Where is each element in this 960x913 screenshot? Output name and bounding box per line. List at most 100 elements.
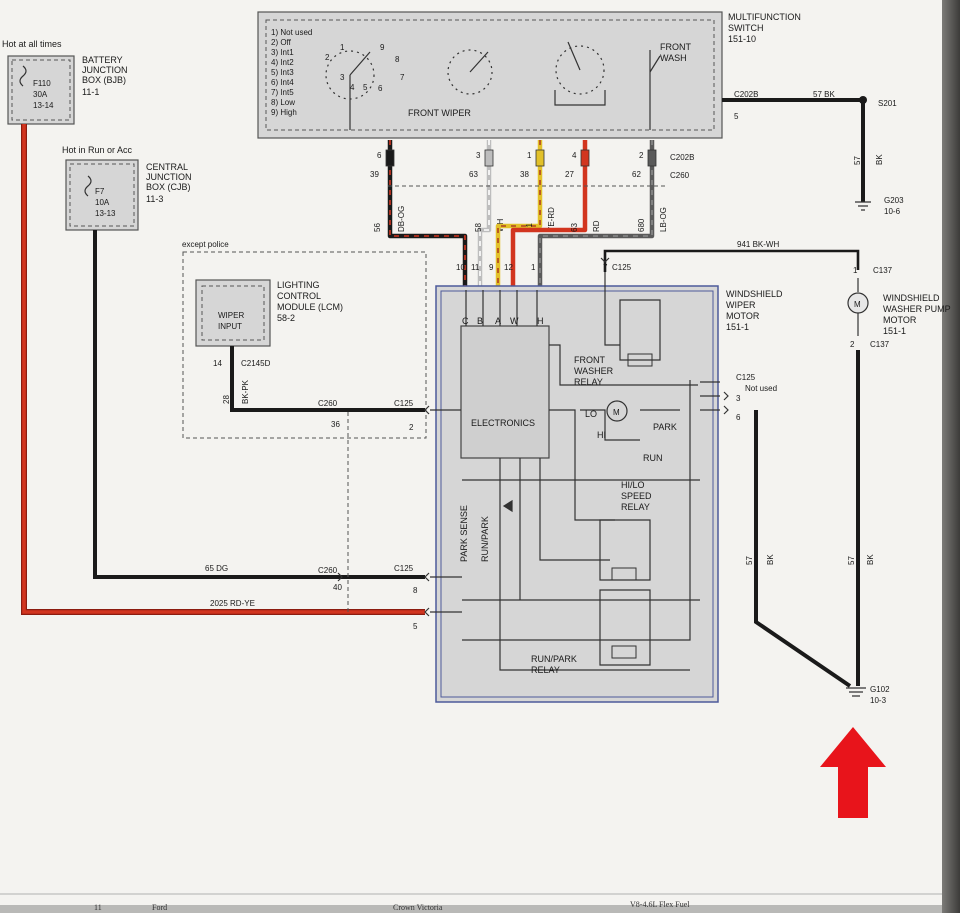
g102-line1: G102 — [870, 685, 890, 694]
cjb-title-4: 11-3 — [146, 194, 163, 204]
motor-internal-wiring — [430, 272, 720, 671]
harness-pin-mid-27: 27 — [565, 170, 574, 179]
label-pin2: 2 — [409, 423, 414, 432]
mfs-pos-1: 1) Not used — [271, 28, 312, 37]
wire-941bkwh — [603, 249, 860, 272]
rotary-digit: 6 — [378, 84, 383, 93]
rotary-digit: 3 — [340, 73, 345, 82]
harness-motor-pin-11: 11 — [471, 263, 480, 272]
motor-pin-letter-a: A — [495, 316, 501, 326]
harness-wire-stripe-63 — [512, 140, 586, 290]
mfs-pos-3: 3) Int1 — [271, 48, 294, 57]
bjb-title-1: BATTERY — [82, 55, 123, 65]
label-c125-right: C125 — [736, 373, 756, 382]
harness-pin-top-4: 4 — [572, 151, 577, 160]
cjb-inner — [69, 163, 135, 227]
label-bk-pump: BK — [866, 554, 875, 565]
rotary-digit: 2 — [325, 53, 330, 62]
harness-color-RD: RD — [592, 220, 601, 232]
rotary-digit: 8 — [395, 55, 400, 64]
hilo-relay-2: SPEED — [621, 491, 652, 501]
label-57-pump: 57 — [847, 556, 856, 565]
label-pin6: 6 — [736, 413, 741, 422]
footer-model: Crown Victoria — [393, 903, 443, 912]
wire-bkpk — [230, 346, 425, 412]
front-washer-relay-1: FRONT — [574, 355, 605, 365]
label-not-used: Not used — [745, 384, 777, 393]
motor-pin-letter-c: C — [462, 316, 469, 326]
ground-g102-icon — [846, 687, 866, 697]
motor-icon — [606, 400, 628, 422]
label-hot-run-acc: Hot in Run or Acc — [62, 145, 133, 155]
harness-color-DB-OG: DB-OG — [397, 206, 406, 232]
harness-wire-stripe-61 — [497, 140, 541, 290]
label-pin5-mfs: 5 — [734, 112, 739, 121]
label-c137-bot: C137 — [870, 340, 890, 349]
ground-g203-icon — [855, 201, 871, 211]
harness-spacer — [386, 148, 666, 152]
pump-title-3: MOTOR — [883, 315, 917, 325]
connector-c125-dg — [424, 572, 430, 582]
mfs-pos-5: 5) Int3 — [271, 68, 294, 77]
label-hot-at-all-times: Hot at all times — [2, 39, 62, 49]
bjb-title-2: JUNCTION — [82, 65, 128, 75]
mfs-pos-9: 9) High — [271, 108, 297, 117]
rotary-digit: 7 — [400, 73, 405, 82]
harness-motor-pin-1: 1 — [531, 263, 536, 272]
hi-label: HI — [597, 430, 606, 440]
rotary-digit: 4 — [350, 83, 355, 92]
label-bk-motor: BK — [766, 554, 775, 565]
label-c125-lcm: C125 — [394, 399, 414, 408]
lcm-box — [195, 279, 271, 347]
footer-page: 11 — [94, 903, 102, 912]
harness-wire-680 — [537, 140, 655, 290]
harness-circuit-61: 61 — [525, 223, 534, 232]
harness-motor-pin-9: 9 — [489, 263, 494, 272]
relay-coil-runpark-icon — [611, 645, 637, 659]
label-c137-top: C137 — [873, 266, 893, 275]
lo-label: LO — [585, 409, 597, 419]
electronics-label: ELECTRONICS — [471, 418, 535, 428]
harness-motor-pin-12: 12 — [504, 263, 513, 272]
label-c202b-harness: C202B — [670, 153, 694, 162]
mfs-rotary-1 — [325, 50, 375, 130]
harness-pin-mid-38: 38 — [520, 170, 529, 179]
motor-title-2: WIPER — [726, 300, 756, 310]
fuse-f110-icon — [19, 65, 27, 87]
wire-dg — [93, 230, 425, 579]
harness-circuit-58: 58 — [474, 223, 483, 232]
run-label: RUN — [643, 453, 663, 463]
cjb-title-3: BOX (CJB) — [146, 182, 191, 192]
hilo-relay-1: HI/LO — [621, 480, 645, 490]
f7-line2: 10A — [95, 198, 110, 207]
label-c260-harness: C260 — [670, 171, 690, 180]
harness-terminal-1 — [535, 149, 545, 167]
harness-pin-mid-62: 62 — [632, 170, 641, 179]
mfs-rotary-2 — [447, 49, 493, 95]
harness-circuit-56: 56 — [373, 223, 382, 232]
cjb-box — [65, 159, 139, 231]
connector-c125-rdye — [424, 607, 430, 617]
label-wire-bkpk: BK-PK — [241, 379, 250, 404]
rotary-digit: 5 — [363, 83, 368, 92]
label-s201: S201 — [878, 99, 897, 108]
lcm-title-3: MODULE (LCM) — [277, 302, 343, 312]
label-c2145d: C2145D — [241, 359, 271, 368]
harness-terminal-6 — [385, 149, 395, 167]
f110-line2: 30A — [33, 90, 48, 99]
label-except-police: except police — [182, 240, 229, 249]
rotary-digit: 9 — [380, 43, 385, 52]
relay-coil-hilo-icon — [611, 567, 637, 581]
label-wire-28: 28 — [222, 395, 231, 404]
label-c260-lcm: C260 — [318, 399, 338, 408]
front-washer-relay-3: RELAY — [574, 377, 603, 387]
mfs-front-wash-2: WASH — [660, 53, 687, 63]
f110-line3: 13-14 — [33, 101, 54, 110]
lcm-inner — [201, 285, 265, 341]
motor-icon-label: M — [613, 408, 620, 417]
wire-57bk-s201 — [722, 98, 865, 202]
harness-terminal-2 — [647, 149, 657, 167]
mfs-title-1: MULTIFUNCTION — [728, 12, 801, 22]
pump-title-1: WINDSHIELD — [883, 293, 940, 303]
